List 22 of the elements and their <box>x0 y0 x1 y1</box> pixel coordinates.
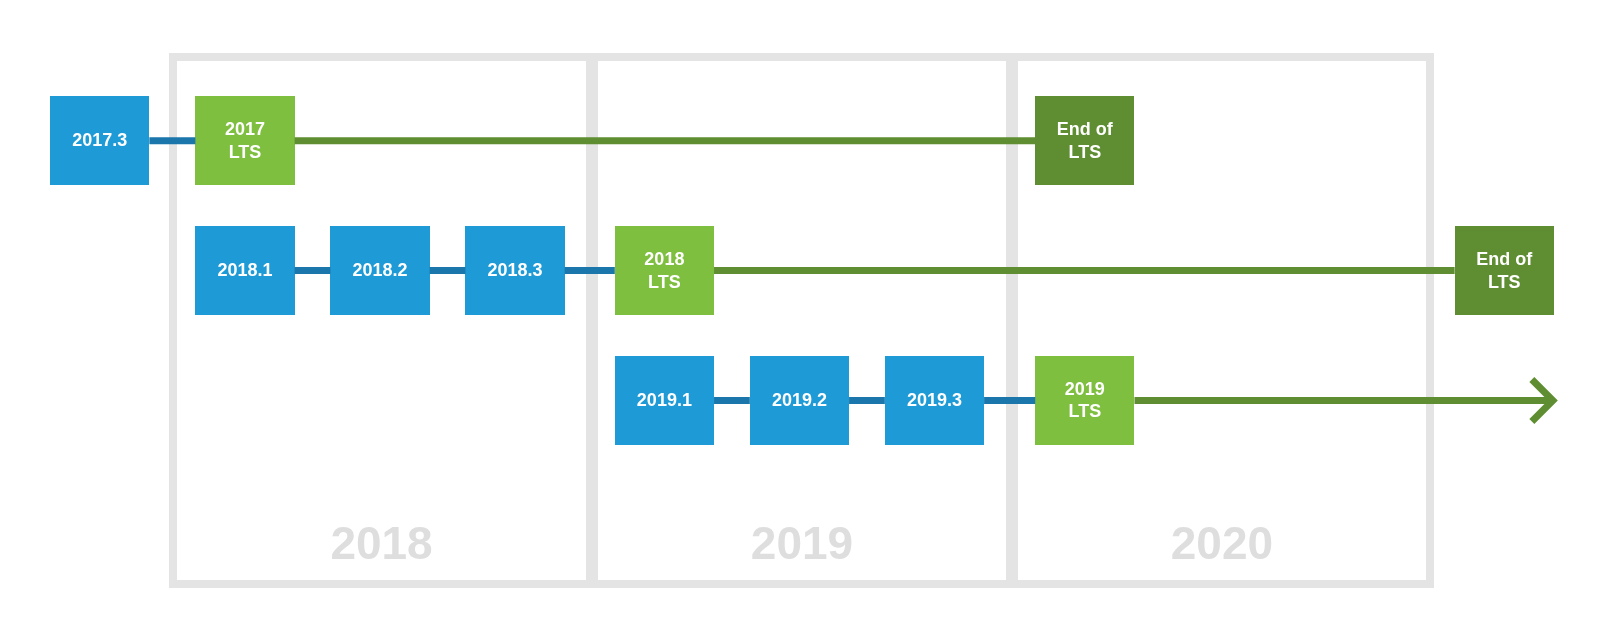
version-box: 2018.2 <box>330 226 430 316</box>
version-box: End of LTS <box>1035 96 1135 186</box>
version-box: 2019.1 <box>614 355 714 445</box>
version-box: 2019.3 <box>884 355 985 445</box>
connector-line <box>294 137 1036 145</box>
version-box: 2019.2 <box>749 355 850 445</box>
connector-line <box>849 397 885 404</box>
connector-line <box>149 137 196 145</box>
version-box: 2018.1 <box>195 226 295 316</box>
arrow <box>1134 376 1557 425</box>
version-box: 2018.3 <box>465 226 565 316</box>
connector-line <box>564 267 615 275</box>
version-box: 2017.3 <box>50 96 150 186</box>
connector-line <box>714 267 1455 275</box>
version-box: 2018 LTS <box>614 226 714 316</box>
connector-line <box>714 397 750 404</box>
connector-line <box>294 267 331 275</box>
version-box: 2019 LTS <box>1035 355 1135 445</box>
version-box: End of LTS <box>1454 226 1554 316</box>
version-box: 2017 LTS <box>195 96 295 186</box>
connector-line <box>984 397 1036 404</box>
connector-line <box>429 267 466 275</box>
